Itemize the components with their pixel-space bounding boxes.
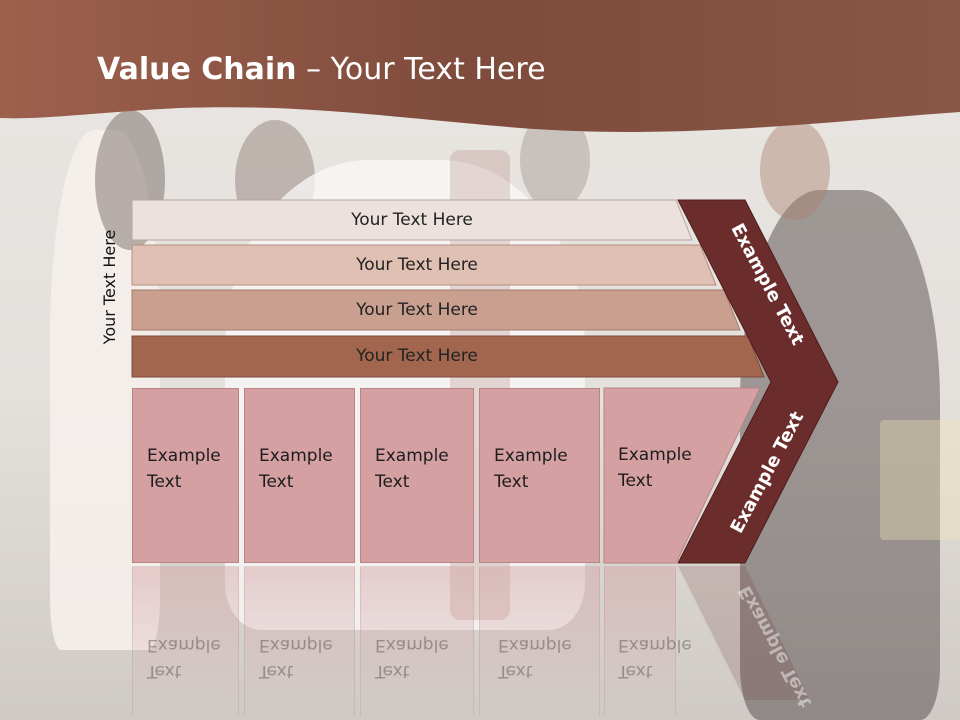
- cell-2-line1: Example: [259, 446, 333, 466]
- row-bar-4: [131, 335, 765, 378]
- cell-3-line2: Text: [375, 472, 410, 492]
- row-bar-2: [131, 244, 717, 286]
- row-1-label: Your Text Here: [351, 210, 473, 230]
- cell-1: Example Text: [132, 388, 239, 563]
- cell-4-reflection: [479, 566, 600, 716]
- row-bar-1: [131, 199, 693, 241]
- cell-2-line2: Text: [259, 472, 294, 492]
- cell-4-line2: Text: [494, 472, 529, 492]
- cell-5-shape: [603, 387, 761, 564]
- header-band: [0, 0, 960, 132]
- cell-3: Example Text: [360, 388, 474, 563]
- cell-1-line2: Text: [147, 472, 182, 492]
- row-3-label: Your Text Here: [356, 300, 478, 320]
- cell-4: Example Text: [479, 388, 600, 563]
- cell-5-line2: Text: [618, 471, 653, 491]
- title-bold: Value Chain: [97, 52, 297, 87]
- row-4-label: Your Text Here: [356, 346, 478, 366]
- cell-2-reflection: [244, 566, 355, 716]
- cell-3-line1: Example: [375, 446, 449, 466]
- cell-2: Example Text: [244, 388, 355, 563]
- cell-5-reflection: [604, 566, 676, 716]
- row-2-label: Your Text Here: [356, 255, 478, 275]
- cell-3-reflection: [360, 566, 474, 716]
- cell-1-reflection: [132, 566, 239, 716]
- cell-5: Example Text: [604, 388, 694, 563]
- chevron-shape: [677, 199, 839, 564]
- row-bar-3: [131, 289, 741, 331]
- title-rest: – Your Text Here: [296, 52, 546, 87]
- chevron-reflection: [678, 566, 810, 700]
- slide-title: Value Chain – Your Text Here: [97, 52, 546, 87]
- cell-4-line1: Example: [494, 446, 568, 466]
- cell-5-line1: Example: [618, 445, 692, 465]
- cell-1-line1: Example: [147, 446, 221, 466]
